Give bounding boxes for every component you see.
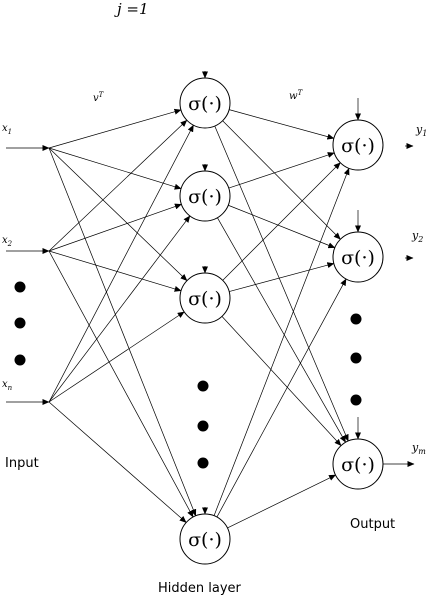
edge-hidden-2-to-output-1 — [228, 152, 335, 189]
hidden-ellipsis-dot-1 — [197, 380, 209, 392]
edge-hidden-4-to-output-3 — [227, 474, 337, 529]
edge-input-3-to-hidden-2 — [48, 215, 191, 403]
edge-hidden-1-to-output-3 — [214, 125, 349, 442]
hidden-node-1 — [179, 77, 231, 129]
output-node-3 — [332, 438, 384, 490]
output-node-3-activation: σ(·) — [341, 454, 375, 476]
connection-edges — [48, 108, 350, 529]
edge-hidden-3-to-output-1 — [222, 162, 341, 281]
edge-input-3-to-hidden-1 — [48, 124, 194, 403]
input-ellipsis-dot-1 — [14, 281, 26, 293]
input-ellipsis-dot-3 — [14, 354, 26, 366]
hidden-node-3-activation: σ(·) — [188, 288, 222, 310]
hidden-node-4-activation: σ(·) — [188, 529, 222, 551]
output-ellipsis-dot-2 — [350, 352, 362, 364]
edge-hidden-2-to-output-3 — [217, 217, 346, 443]
edge-input-1-to-hidden-1 — [48, 108, 182, 149]
hidden-node-2-activation: σ(·) — [188, 186, 222, 208]
output-node-1 — [332, 119, 384, 171]
edge-input-2-to-hidden-3 — [48, 250, 182, 292]
output-label-ym: ym — [411, 441, 426, 456]
edge-input-2-to-hidden-1 — [48, 119, 188, 252]
edge-hidden-4-to-output-2 — [216, 278, 347, 518]
input-label-xn: xn — [2, 379, 13, 392]
hidden-node-3 — [179, 272, 231, 324]
hidden-node-1-activation: σ(·) — [188, 93, 222, 115]
edge-input-3-to-hidden-3 — [48, 311, 185, 403]
output-node-2 — [332, 231, 384, 283]
edge-input-2-to-hidden-4 — [48, 250, 194, 518]
edge-input-1-to-hidden-2 — [48, 147, 182, 190]
edge-input-1-to-hidden-4 — [48, 147, 197, 517]
output-ellipsis-dot-1 — [350, 313, 362, 325]
output-ellipsis-dot-3 — [350, 394, 362, 406]
edge-hidden-3-to-output-3 — [221, 316, 342, 446]
weight-w-label: wT — [289, 89, 304, 102]
j-index-label: j =1 — [114, 0, 149, 18]
hidden-layer-section-label: Hidden layer — [158, 581, 242, 596]
input-section-label: Input — [5, 456, 39, 471]
hidden-ellipsis-dot-3 — [197, 457, 209, 469]
input-arrows — [6, 145, 50, 405]
weight-v-label: vT — [93, 91, 105, 104]
output-node-2-activation: σ(·) — [341, 247, 375, 269]
output-arrows — [383, 143, 415, 467]
edge-hidden-1-to-output-2 — [222, 120, 341, 240]
output-label-y1: y1 — [415, 123, 427, 138]
input-ellipsis-dot-2 — [14, 317, 26, 329]
output-label-y2: y2 — [411, 229, 423, 244]
edge-hidden-4-to-output-1 — [213, 167, 350, 516]
input-label-x2: x2 — [2, 235, 13, 248]
edge-hidden-2-to-output-2 — [228, 204, 336, 249]
edge-input-3-to-hidden-4 — [48, 401, 187, 523]
input-label-x1: x1 — [2, 123, 12, 136]
edge-input-2-to-hidden-2 — [48, 203, 182, 252]
hidden-node-4 — [179, 513, 231, 565]
output-node-1-activation: σ(·) — [341, 135, 375, 157]
hidden-node-2 — [179, 170, 231, 222]
neuron-nodes: σ(·) σ(·) σ(·) σ(·) σ(·) σ(·) σ(·) — [179, 77, 384, 565]
output-section-label: Output — [350, 517, 395, 532]
hidden-ellipsis-dot-2 — [197, 420, 209, 432]
edge-input-1-to-hidden-3 — [48, 147, 188, 282]
ellipsis-dots — [14, 281, 362, 469]
edge-hidden-3-to-output-2 — [229, 262, 335, 292]
edge-hidden-1-to-output-1 — [229, 109, 335, 140]
bias-arrows — [202, 71, 361, 515]
